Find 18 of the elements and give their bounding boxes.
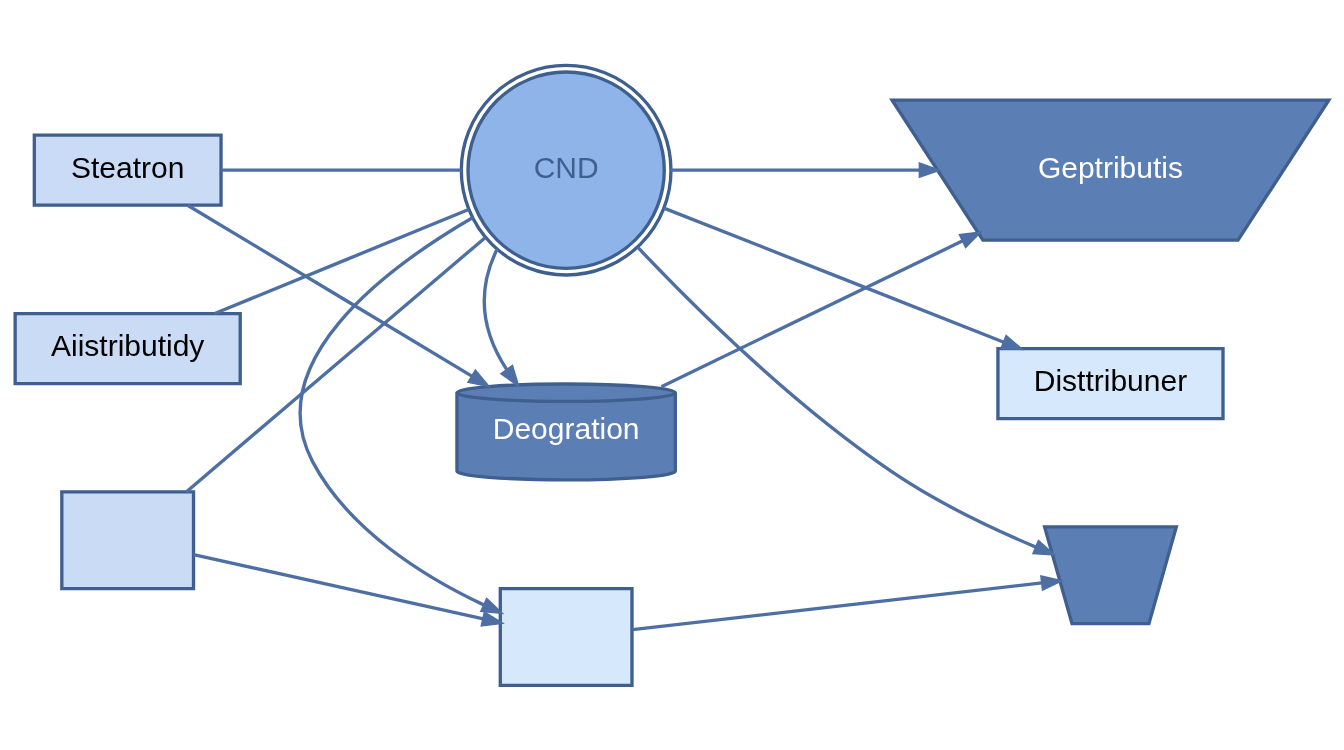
- arrow: [298, 215, 505, 614]
- node-box: [60, 489, 196, 590]
- arrow: [663, 206, 1025, 350]
- arrow: [636, 245, 1057, 556]
- connector: [221, 168, 462, 172]
- connector: [214, 207, 470, 315]
- node-box: Disttribuner: [996, 346, 1225, 420]
- arrow: [632, 574, 1065, 631]
- node-box: Aiistributidy: [13, 311, 242, 385]
- connector: [185, 235, 487, 493]
- arrow: [670, 161, 942, 178]
- arrow: [193, 552, 505, 627]
- arrow: [482, 247, 520, 388]
- arrow: [660, 230, 983, 388]
- node-box: [498, 586, 634, 687]
- node-circle: CND: [459, 63, 673, 277]
- node-box: Steatron: [32, 133, 223, 207]
- arrow: [186, 203, 492, 388]
